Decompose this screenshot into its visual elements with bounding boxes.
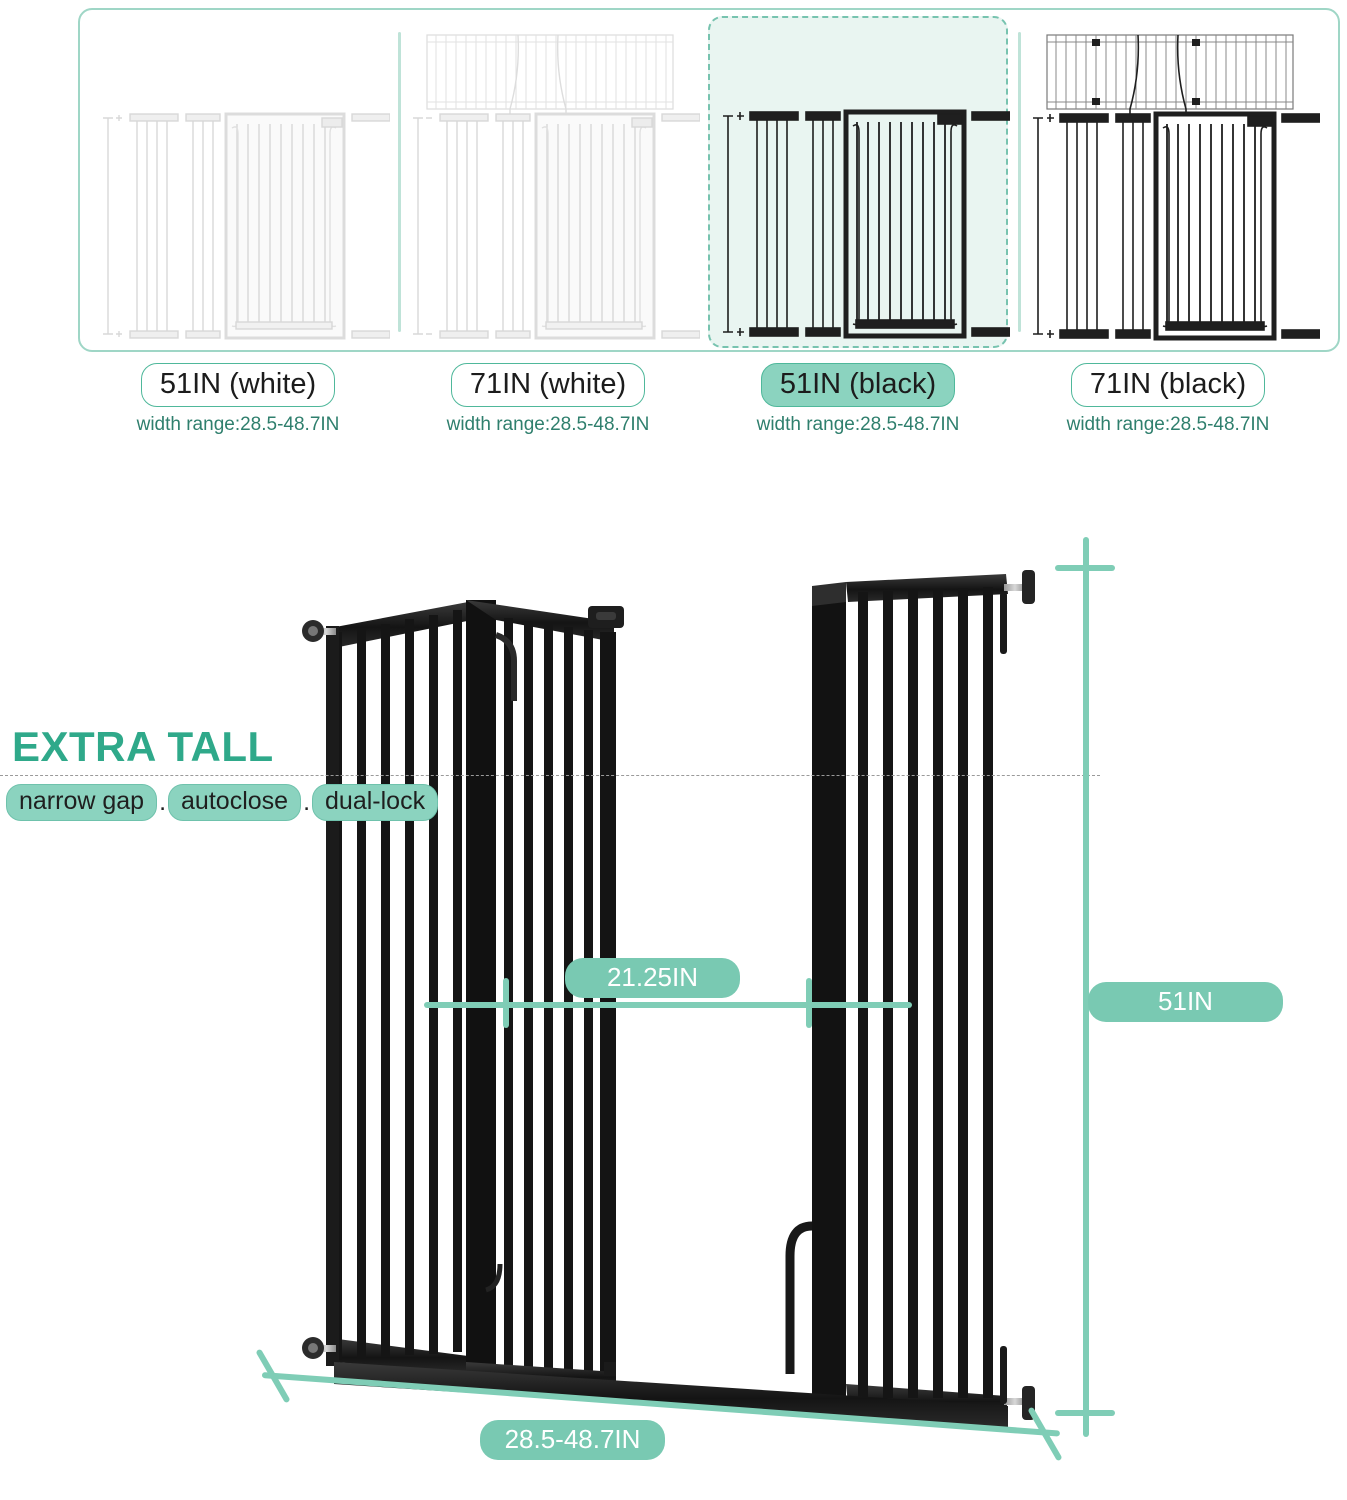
gate-lineart-black-71 [1033,111,1320,341]
dim-label-opening-width: 21.25IN [565,958,740,998]
gate-door-panel [302,602,472,1374]
variant-label-text: 51IN (white) [140,363,336,407]
dim-tick-height-top [1055,565,1115,571]
dim-label-gate-height: 51IN [1088,982,1283,1022]
product-photo-gate [302,570,1035,1428]
feature-separator: . [303,788,311,816]
gate-fixed-panel-right [785,570,1035,1420]
variant-width-range: width range:28.5-48.7IN [446,414,650,435]
gate-threshold-bar [334,1362,1008,1428]
headline-extra-tall: EXTRA TALL [12,723,274,770]
headline-divider [0,775,1100,776]
variant-label-51in-black[interactable]: 51IN (black) width range:28.5-48.7IN [708,363,1008,436]
dim-line-opening-width [424,1002,912,1008]
variant-selector-panel [78,8,1340,352]
extension-panel-lineart-black [1046,34,1294,116]
feature-tag-narrow-gap: narrow gap [6,784,158,821]
variant-width-range: width range:28.5-48.7IN [136,414,340,435]
gate-lineart-white-71 [413,112,700,340]
variant-option-71in-black[interactable] [1020,16,1320,348]
dim-line-gate-height [1083,537,1089,1437]
mount-bolt-top-right [1000,570,1035,654]
variant-label-71in-white[interactable]: 71IN (white) width range:28.5-48.7IN [398,363,698,436]
variant-divider [1018,32,1021,332]
variant-option-51in-white[interactable] [90,16,390,348]
variant-width-range: width range:28.5-48.7IN [756,414,960,435]
gate-latch-handle [588,606,624,628]
feature-separator: . [159,788,167,816]
feature-tag-dual-lock: dual-lock [312,784,439,821]
extension-panel-lineart-white [426,34,674,116]
dim-label-width-range: 28.5-48.7IN [480,1420,665,1460]
variant-width-range: width range:28.5-48.7IN [1066,414,1270,435]
variant-option-51in-black[interactable] [708,16,1010,348]
variant-option-71in-white[interactable] [400,16,700,348]
mount-bolt-bottom-left [302,1337,336,1359]
feature-tag-autoclose: autoclose [168,784,302,821]
gate-lineart-black-51 [723,109,1010,339]
dim-tick-height-bottom [1055,1410,1115,1416]
variant-label-text: 51IN (black) [760,363,956,407]
dim-tick-opening-left [503,978,509,1028]
variant-label-text: 71IN (black) [1070,363,1266,407]
dim-tick-opening-right [806,978,812,1028]
feature-tag-list: narrow gap . autoclose . dual-lock [6,784,439,821]
variant-divider [398,32,401,332]
gate-lineart-white-51 [103,112,390,340]
mount-bolt-top-left [302,620,336,642]
variant-label-51in-white[interactable]: 51IN (white) width range:28.5-48.7IN [88,363,388,436]
variant-label-71in-black[interactable]: 71IN (black) width range:28.5-48.7IN [1018,363,1318,436]
variant-label-text: 71IN (white) [450,363,646,407]
